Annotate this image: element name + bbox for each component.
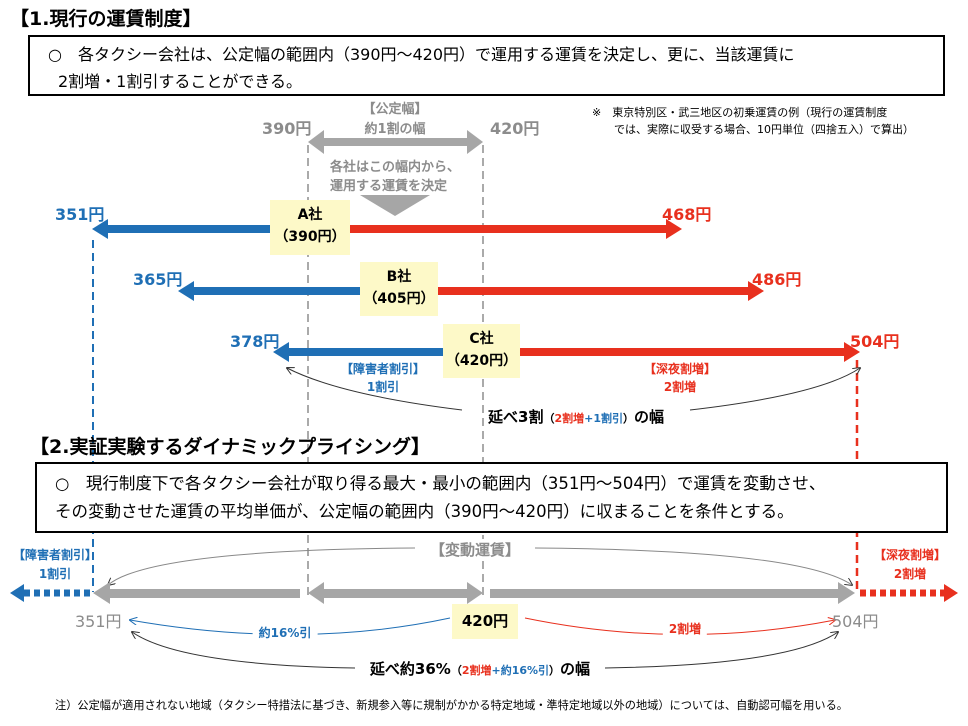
company-fare: （390円） <box>274 229 346 245</box>
discount-value: 1割引 <box>38 567 72 581</box>
company-b-box: B社 （405円） <box>360 262 438 316</box>
company-a-min: 351円 <box>55 205 105 224</box>
range-prefix: 延べ約36% <box>369 660 451 678</box>
discount-label-2: 【障害者割引】 1割引 <box>13 546 97 584</box>
paren: ） <box>549 664 561 677</box>
company-c-arrows <box>273 342 860 362</box>
variable-fare-arrows <box>93 582 855 604</box>
paren: （ <box>450 664 462 677</box>
company-b-max: 486円 <box>752 270 802 289</box>
example-note: ※ 東京特別区・武三地区の初乗運賃の例（現行の運賃制度 では、実際に収受する場合… <box>592 104 914 138</box>
koutei-range-arrow <box>308 130 483 154</box>
range-blue: 約16%引 <box>500 664 550 677</box>
base-fare-box: 420円 <box>452 604 518 639</box>
koutei-low: 390円 <box>262 119 312 138</box>
company-name: B社 <box>386 269 412 285</box>
section2-summary-box: ○ 現行制度下で各タクシー会社が取り得る最大・最小の範囲内（351円～504円）… <box>35 462 948 533</box>
min-fare: 351円 <box>75 612 122 631</box>
company-a-box: A社 （390円） <box>270 200 350 255</box>
section1-summary-line1: ○ 各タクシー会社は、公定幅の範囲内（390円～420円）で運用する運賃を決定し… <box>48 45 795 64</box>
range36-label: 延べ約36%（2割増+約16%引）の幅 <box>370 658 590 679</box>
paren: ） <box>622 412 634 425</box>
variable-curve-right <box>534 547 852 585</box>
surcharge-label-2: 【深夜割増】 2割増 <box>874 546 946 584</box>
note-line1: ※ 東京特別区・武三地区の初乗運賃の例（現行の運賃制度 <box>592 106 888 119</box>
surcharge-label: 【深夜割増】 2割増 <box>644 360 716 396</box>
company-b-min: 365円 <box>133 270 183 289</box>
range36-curve-right <box>604 632 838 669</box>
company-name: A社 <box>297 207 323 223</box>
section2-title: 【2.実証実験するダイナミックプライシング】 <box>30 436 431 458</box>
up-label: 2割増 <box>662 620 708 637</box>
company-c-max: 504円 <box>850 332 900 351</box>
range-suffix: の幅 <box>633 408 664 426</box>
range-plus: + <box>584 412 594 425</box>
company-a-arrows <box>92 219 682 239</box>
section1-summary-box: ○ 各タクシー会社は、公定幅の範囲内（390円～420円）で運用する運賃を決定し… <box>28 35 945 96</box>
section2-summary-line1: ○ 現行制度下で各タクシー会社が取り得る最大・最小の範囲内（351円～504円）… <box>55 474 826 493</box>
section1-title: 【1.現行の運賃制度】 <box>10 8 202 30</box>
section1-summary-line2: 2割増・1割引することができる。 <box>58 72 303 91</box>
range36-curve-left <box>132 632 356 669</box>
range3-label: 延べ3割（2割増+1割引）の幅 <box>488 406 664 427</box>
company-fare: （405円） <box>363 291 435 307</box>
paren: （ <box>543 412 555 425</box>
range-blue: 1割引 <box>593 412 623 425</box>
company-c-min: 378円 <box>230 332 280 351</box>
range3-curve-right <box>689 368 860 411</box>
surcharge-value: 2割増 <box>663 380 697 394</box>
decide-triangle <box>360 195 430 216</box>
down-label: 約16%引 <box>252 624 318 641</box>
range-prefix: 延べ3割 <box>488 408 544 426</box>
footnote: 注）公定幅が適用されない地域（タクシー特措法に基づき、新規参入等に規制がかかる特… <box>55 699 848 712</box>
range-red: 2割増 <box>554 412 585 425</box>
decide-text: 各社はこの幅内から、 運用する運賃を決定 <box>330 158 460 196</box>
decide-line1: 各社はこの幅内から、 <box>329 160 461 175</box>
discount-title: 【障害者割引】 <box>12 548 98 562</box>
range-plus: + <box>491 664 501 677</box>
max-fare: 504円 <box>832 612 879 631</box>
discount-label: 【障害者割引】 1割引 <box>341 360 425 396</box>
company-c-box: C社 （420円） <box>443 324 520 378</box>
discount-value: 1割引 <box>366 380 400 394</box>
discount-title: 【障害者割引】 <box>340 362 426 376</box>
company-b-arrows <box>178 281 764 301</box>
koutei-title: 【公定幅】 <box>362 102 428 117</box>
koutei-width: 約1割の幅 <box>364 122 426 137</box>
koutei-label: 【公定幅】 約1割の幅 <box>362 100 427 140</box>
company-name: C社 <box>469 331 494 347</box>
section2-summary-line2: その変動させた運賃の平均単価が、公定幅の範囲内（390円～420円）に収まること… <box>55 502 794 521</box>
variable-curve-left <box>108 547 416 585</box>
company-fare: （420円） <box>445 353 518 369</box>
company-a-max: 468円 <box>662 205 712 224</box>
range3-curve-left <box>287 368 463 411</box>
surcharge-title: 【深夜割増】 <box>873 548 947 562</box>
surcharge-value: 2割増 <box>893 567 927 581</box>
range-red: 2割増 <box>461 664 492 677</box>
range-suffix: の幅 <box>560 660 591 678</box>
koutei-high: 420円 <box>490 119 540 138</box>
surcharge-title: 【深夜割増】 <box>643 362 717 376</box>
variable-fare-label: 【変動運賃】 <box>425 539 525 560</box>
note-line2: では、実際に収受する場合、10円単位（四捨五入）で算出） <box>614 123 914 136</box>
decide-line2: 運用する運賃を決定 <box>329 179 448 194</box>
